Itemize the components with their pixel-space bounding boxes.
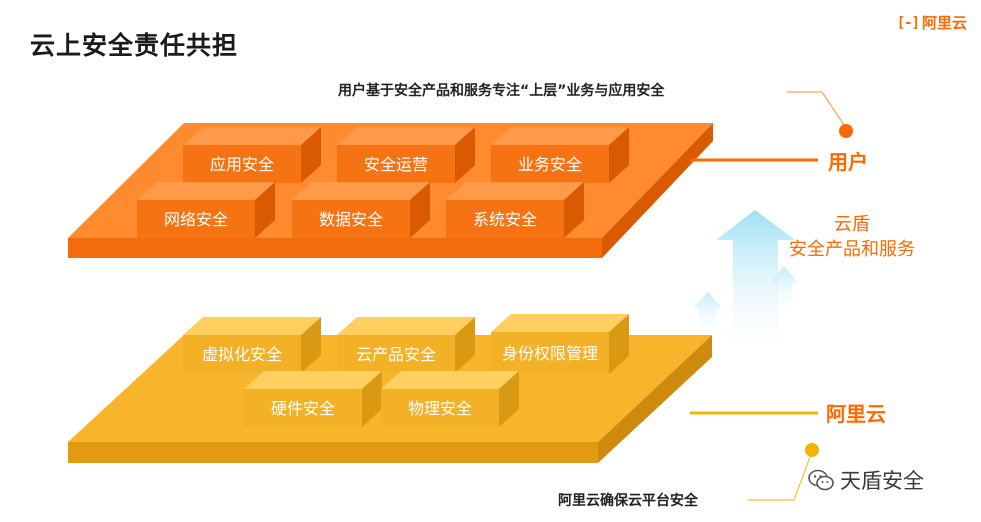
- cloud-layer-box-label: 身份权限管理: [501, 343, 598, 363]
- user-layer-box-label: 网络安全: [163, 209, 228, 229]
- wechat-icon: [808, 469, 834, 491]
- user-layer-box: [337, 127, 475, 183]
- user-layer-box-label: 业务安全: [517, 154, 582, 174]
- user-layer-box: [137, 182, 275, 238]
- user-layer-box: [292, 182, 430, 238]
- user-layer-box-label: 数据安全: [318, 209, 383, 229]
- cloud-layer-box-label: 物理安全: [407, 398, 472, 418]
- user-layer-box: [183, 127, 321, 183]
- user-layer-box-label: 系统安全: [472, 209, 537, 229]
- page-title: 云上安全责任共担: [30, 31, 239, 60]
- aliyun-connector-line: [690, 411, 819, 501]
- cloud-layer-box: [244, 371, 382, 427]
- user-layer-box: [491, 127, 629, 183]
- cloud-layer-box-label: 硬件安全: [270, 398, 335, 418]
- yundun-subtitle: 安全产品和服务: [789, 239, 915, 260]
- cloud-layer-box-label: 云产品安全: [355, 344, 436, 364]
- user-layer-box: [446, 182, 584, 238]
- aliyun-responsibility-note: 阿里云确保云平台安全: [558, 493, 698, 509]
- yundun-label: 云盾 安全产品和服务: [772, 212, 932, 262]
- user-connector-line: [690, 91, 853, 162]
- user-layer-box-label: 安全运营: [363, 154, 428, 174]
- user-layer-box-label: 应用安全: [209, 154, 274, 174]
- aliyun-logo: [-] 阿里云: [897, 12, 967, 33]
- aliyun-label: 阿里云: [826, 402, 886, 426]
- cloud-layer-box: [491, 314, 629, 374]
- user-responsibility-note: 用户基于安全产品和服务专注“上层”业务与应用安全: [338, 83, 665, 99]
- aliyun-logo-icon: [-]: [896, 14, 920, 31]
- upward-arrow-icon: [716, 210, 795, 362]
- cloud-layer-box: [381, 371, 519, 427]
- cloud-layer-box-label: 虚拟化安全: [201, 344, 282, 364]
- yundun-title: 云盾: [834, 214, 870, 235]
- watermark-text: 天盾安全: [840, 469, 924, 493]
- watermark: 天盾安全: [808, 465, 924, 495]
- user-label: 用户: [828, 150, 868, 174]
- logo-text: 阿里云: [921, 14, 967, 32]
- small-upward-arrow-icon: [693, 266, 798, 340]
- cloud-layer-box: [337, 317, 475, 373]
- cloud-layer-box: [183, 317, 321, 373]
